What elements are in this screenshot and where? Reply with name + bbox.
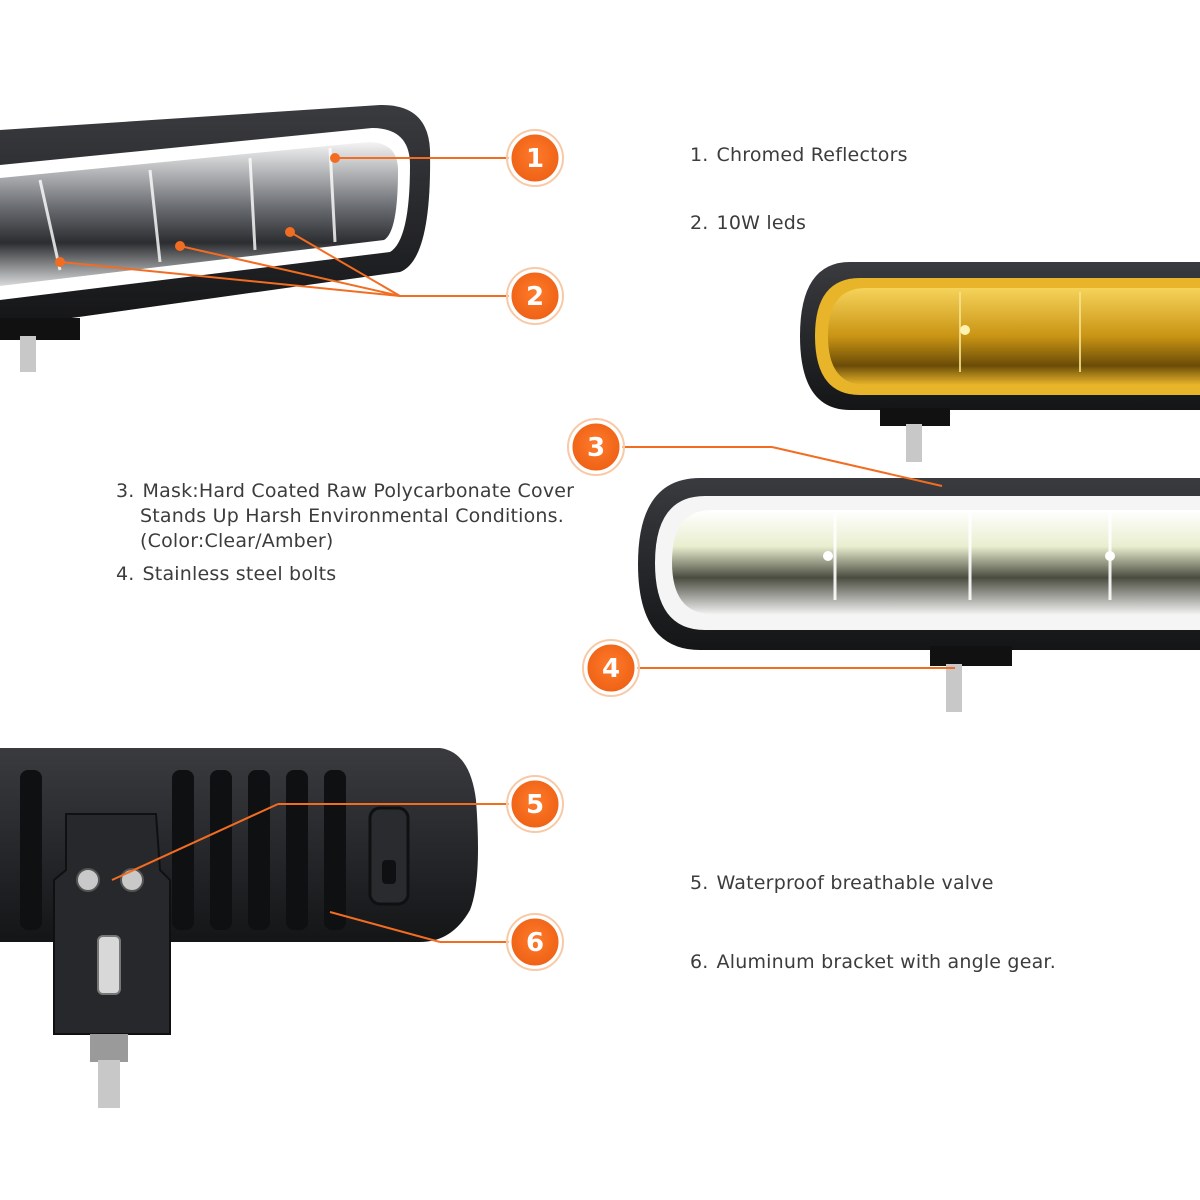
callout-number: 4 [602,654,620,684]
callout-badge-3: 3 [567,418,625,476]
callout-badge-4: 4 [582,639,640,697]
feature-text: Hard Coated Raw Polycarbonate Cover [198,480,575,502]
bottom-back-housing [0,748,478,1108]
callout-number: 6 [526,928,544,958]
feature-2: 2. 10W leds [690,211,806,236]
top-light-bar [0,104,431,372]
feature-6: 6. Aluminum bracket with angle gear. [690,950,1056,975]
callout-badge-1: 1 [506,129,564,187]
callout-badge-6: 6 [506,913,564,971]
feature-5: 5. Waterproof breathable valve [690,871,994,896]
callout-number: 5 [526,790,544,820]
callout-lines [59,157,955,943]
callout-number: 2 [526,282,544,312]
clear-light-bar [638,478,1200,712]
feature-text: 10W leds [716,212,807,234]
feature-1: 1. Chromed Reflectors [690,143,908,168]
feature-text: Chromed Reflectors [716,144,908,166]
feature-number: 4. [116,563,135,585]
callout-badge-2: 2 [506,267,564,325]
feature-number: 3. [116,480,135,502]
feature-line: (Color:Clear/Amber) [140,530,334,552]
feature-line: Stands Up Harsh Environmental Conditions… [140,505,565,527]
callout-number: 1 [526,144,544,174]
feature-lead: Mask: [142,480,199,502]
feature-text: Aluminum bracket with angle gear. [716,951,1056,973]
feature-number: 5. [690,872,709,894]
feature-4: 4. Stainless steel bolts [116,562,336,587]
feature-number: 2. [690,212,709,234]
callout-number: 3 [587,433,605,463]
feature-text: Waterproof breathable valve [716,872,994,894]
feature-3: 3. Mask:Hard Coated Raw Polycarbonate Cov… [116,479,574,554]
amber-light-bar [800,262,1200,462]
feature-line: 3. Mask:Hard Coated Raw Polycarbonate Cov… [116,479,574,504]
feature-text: Stainless steel bolts [142,563,337,585]
feature-number: 6. [690,951,709,973]
feature-number: 1. [690,144,709,166]
callout-badge-5: 5 [506,775,564,833]
